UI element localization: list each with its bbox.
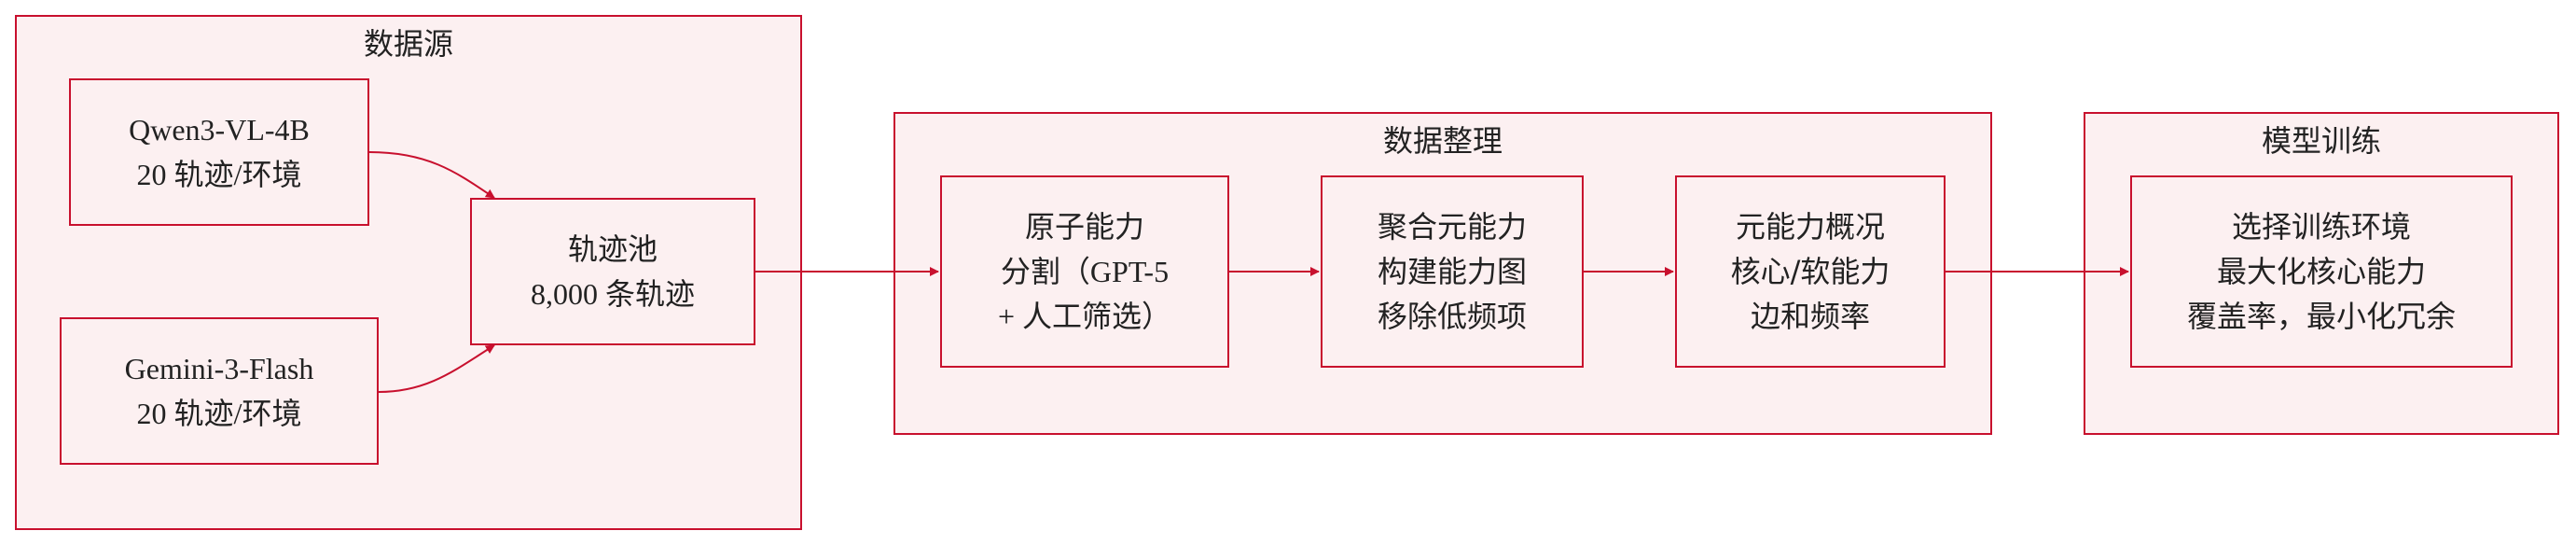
node-gemini: Gemini-3-Flash 20 轨迹/环境: [60, 317, 379, 465]
node-select-env: 选择训练环境 最大化核心能力 覆盖率，最小化冗余: [2130, 175, 2513, 368]
node-line: 原子能力: [1024, 209, 1144, 245]
edge-qwen-to-pool: [368, 151, 495, 199]
node-line: 分割（GPT-5: [1000, 255, 1170, 288]
group-title: 数据源: [363, 26, 453, 62]
node-qwen: Qwen3-VL-4B 20 轨迹/环境: [69, 78, 369, 226]
node-line: 移除低频项: [1377, 299, 1527, 334]
node-atomic-ability: 原子能力 分割（GPT-5 + 人工筛选）: [940, 175, 1229, 368]
node-line: Gemini-3-Flash: [124, 352, 314, 385]
node-line: + 人工筛选）: [997, 300, 1172, 333]
node-line: 核心/软能力: [1730, 254, 1890, 289]
node-aggregate-meta: 聚合元能力 构建能力图 移除低频项: [1321, 175, 1584, 368]
node-line: 20 轨迹/环境: [136, 158, 302, 191]
node-line: 最大化核心能力: [2216, 254, 2426, 289]
node-line: Qwen3-VL-4B: [129, 113, 310, 147]
node-line: 8,000 条轨迹: [530, 277, 695, 311]
node-trajectory-pool: 轨迹池 8,000 条轨迹: [470, 198, 755, 345]
node-line: 轨迹池: [567, 231, 658, 267]
node-line: 覆盖率，最小化冗余: [2186, 299, 2456, 334]
edge-gemini-to-pool: [378, 344, 495, 393]
node-line: 20 轨迹/环境: [136, 397, 302, 430]
group-title: 数据整理: [1382, 123, 1503, 159]
node-meta-profile: 元能力概况 核心/软能力 边和频率: [1675, 175, 1946, 368]
node-line: 聚合元能力: [1377, 209, 1527, 245]
node-line: 构建能力图: [1377, 254, 1527, 289]
node-line: 边和频率: [1750, 299, 1870, 334]
node-line: 选择训练环境: [2231, 209, 2411, 245]
group-title: 模型训练: [2261, 123, 2381, 159]
node-line: 元能力概况: [1735, 209, 1885, 245]
